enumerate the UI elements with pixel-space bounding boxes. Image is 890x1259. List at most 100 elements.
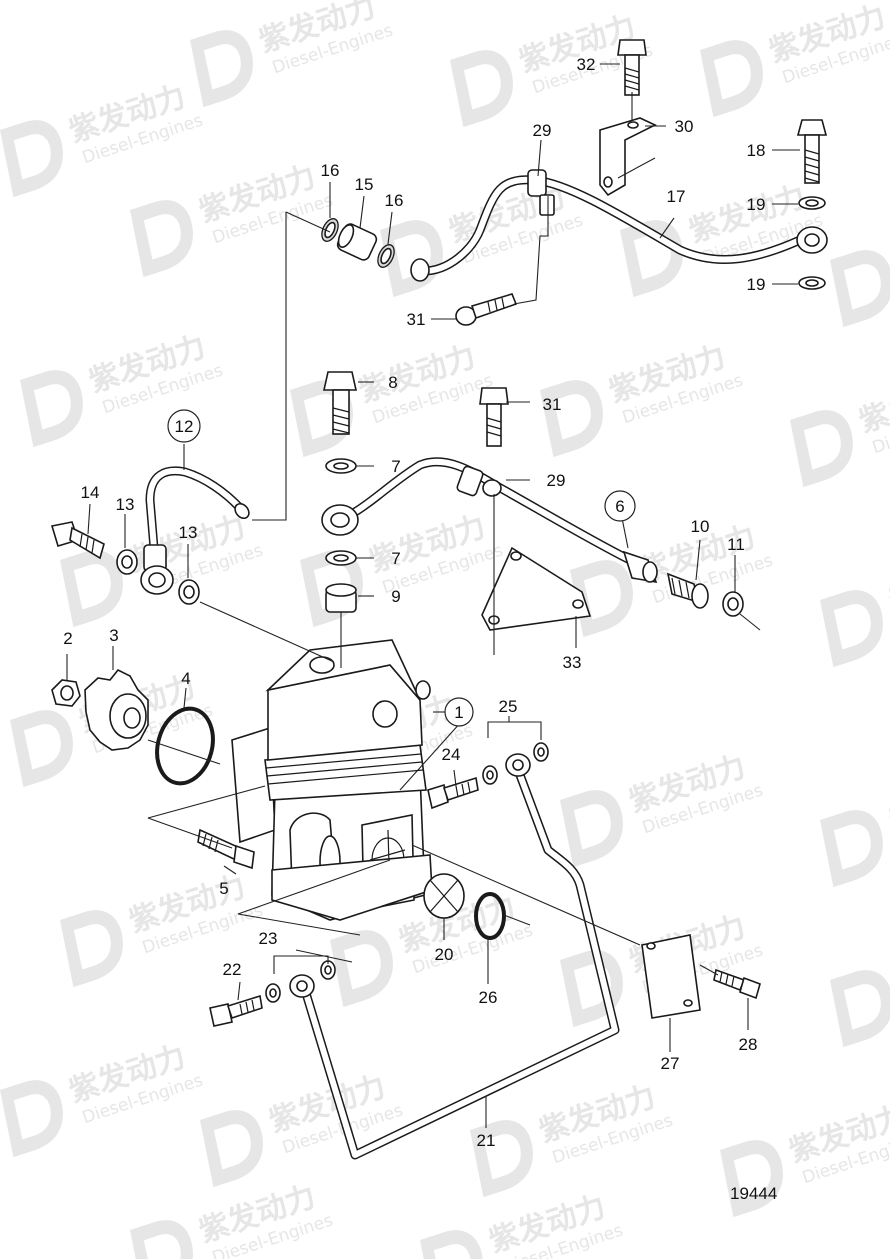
banjo-fitting-mid	[321, 504, 359, 536]
callout-21: 21	[477, 1131, 496, 1150]
callout-23: 23	[259, 929, 278, 948]
leader-lines	[66, 63, 800, 1128]
washer-7-top	[325, 458, 357, 474]
callout-29-upper: 29	[533, 121, 552, 140]
callout-18: 18	[747, 141, 766, 160]
clamp-16-left	[321, 218, 339, 242]
callout-9: 9	[391, 587, 400, 606]
drawing-number: 19444	[730, 1184, 777, 1203]
callout-30: 30	[675, 117, 694, 136]
coupling-20	[423, 873, 465, 919]
callout-17: 17	[667, 187, 686, 206]
watermark-brand-cn: 紫发动力	[885, 549, 890, 619]
callout-22: 22	[223, 960, 242, 979]
washer-25-left	[482, 765, 498, 785]
callout-10: 10	[691, 517, 710, 536]
pipe-6	[350, 457, 658, 584]
washer-19-bottom	[798, 276, 826, 290]
nut-2	[51, 679, 81, 707]
bolt-31-upper	[455, 293, 518, 326]
pipe-12	[140, 466, 250, 595]
bolt-31-mid	[479, 387, 509, 447]
callout-26: 26	[479, 988, 498, 1007]
compressor-1	[231, 639, 433, 921]
circle-callout-icon	[444, 697, 474, 727]
callout-13-left: 13	[116, 495, 135, 514]
clamp-16-right	[377, 244, 395, 268]
spacer-9	[325, 583, 357, 613]
callout-27: 27	[661, 1054, 680, 1073]
callout-24: 24	[442, 745, 461, 764]
gear-3	[84, 668, 149, 751]
washer-11	[722, 591, 744, 617]
callout-31-upper: 31	[407, 310, 426, 329]
callout-6: 6	[615, 497, 624, 516]
callout-2: 2	[63, 629, 72, 648]
circle-callout-icon	[167, 409, 201, 443]
bracket-30	[599, 117, 657, 197]
callout-32: 32	[577, 55, 596, 74]
callout-labels: 32 30 29 18 16 15 16 17 19 19 31 8 31 12…	[63, 55, 765, 1150]
cover-plate-27	[641, 934, 701, 1019]
washer-23-left	[265, 983, 281, 1003]
washer-25-right	[533, 742, 549, 762]
callout-14: 14	[81, 483, 100, 502]
callout-16-left: 16	[321, 161, 340, 180]
bolt-18	[796, 119, 828, 184]
callout-28: 28	[739, 1035, 758, 1054]
watermark-brand-cn: 紫发动力	[885, 769, 890, 839]
callout-7-bottom: 7	[391, 549, 400, 568]
washer-13-left	[116, 549, 138, 575]
washer-7-bottom	[325, 550, 357, 566]
bracket-33	[481, 546, 592, 631]
circle-callout-icon	[604, 490, 636, 522]
o-ring-4	[155, 706, 215, 786]
washer-13-right	[178, 579, 200, 605]
bolt-28	[713, 968, 761, 1000]
callout-29-mid: 29	[547, 471, 566, 490]
bolt-22	[209, 994, 263, 1027]
bolt-32	[617, 39, 647, 96]
pipe-21	[289, 753, 620, 1160]
fitting-10	[666, 572, 709, 609]
callout-19-top: 19	[747, 195, 766, 214]
callout-7-top: 7	[391, 457, 400, 476]
bolt-8	[323, 371, 357, 435]
callout-20: 20	[435, 945, 454, 964]
callout-31-mid: 31	[543, 395, 562, 414]
bolt-5	[197, 828, 255, 870]
callout-1: 1	[454, 703, 463, 722]
callout-12: 12	[175, 417, 194, 436]
hose-15	[336, 223, 378, 261]
pipe-17	[410, 169, 828, 282]
callout-15: 15	[355, 175, 374, 194]
callout-25: 25	[499, 697, 518, 716]
callout-16-right: 16	[385, 191, 404, 210]
callout-3: 3	[109, 626, 118, 645]
callout-13-right: 13	[179, 523, 198, 542]
callout-5: 5	[219, 879, 228, 898]
callout-11: 11	[727, 535, 745, 554]
o-ring-26	[474, 892, 506, 940]
washer-19-top	[798, 196, 826, 210]
callout-33: 33	[563, 653, 582, 672]
callout-8: 8	[388, 373, 397, 392]
